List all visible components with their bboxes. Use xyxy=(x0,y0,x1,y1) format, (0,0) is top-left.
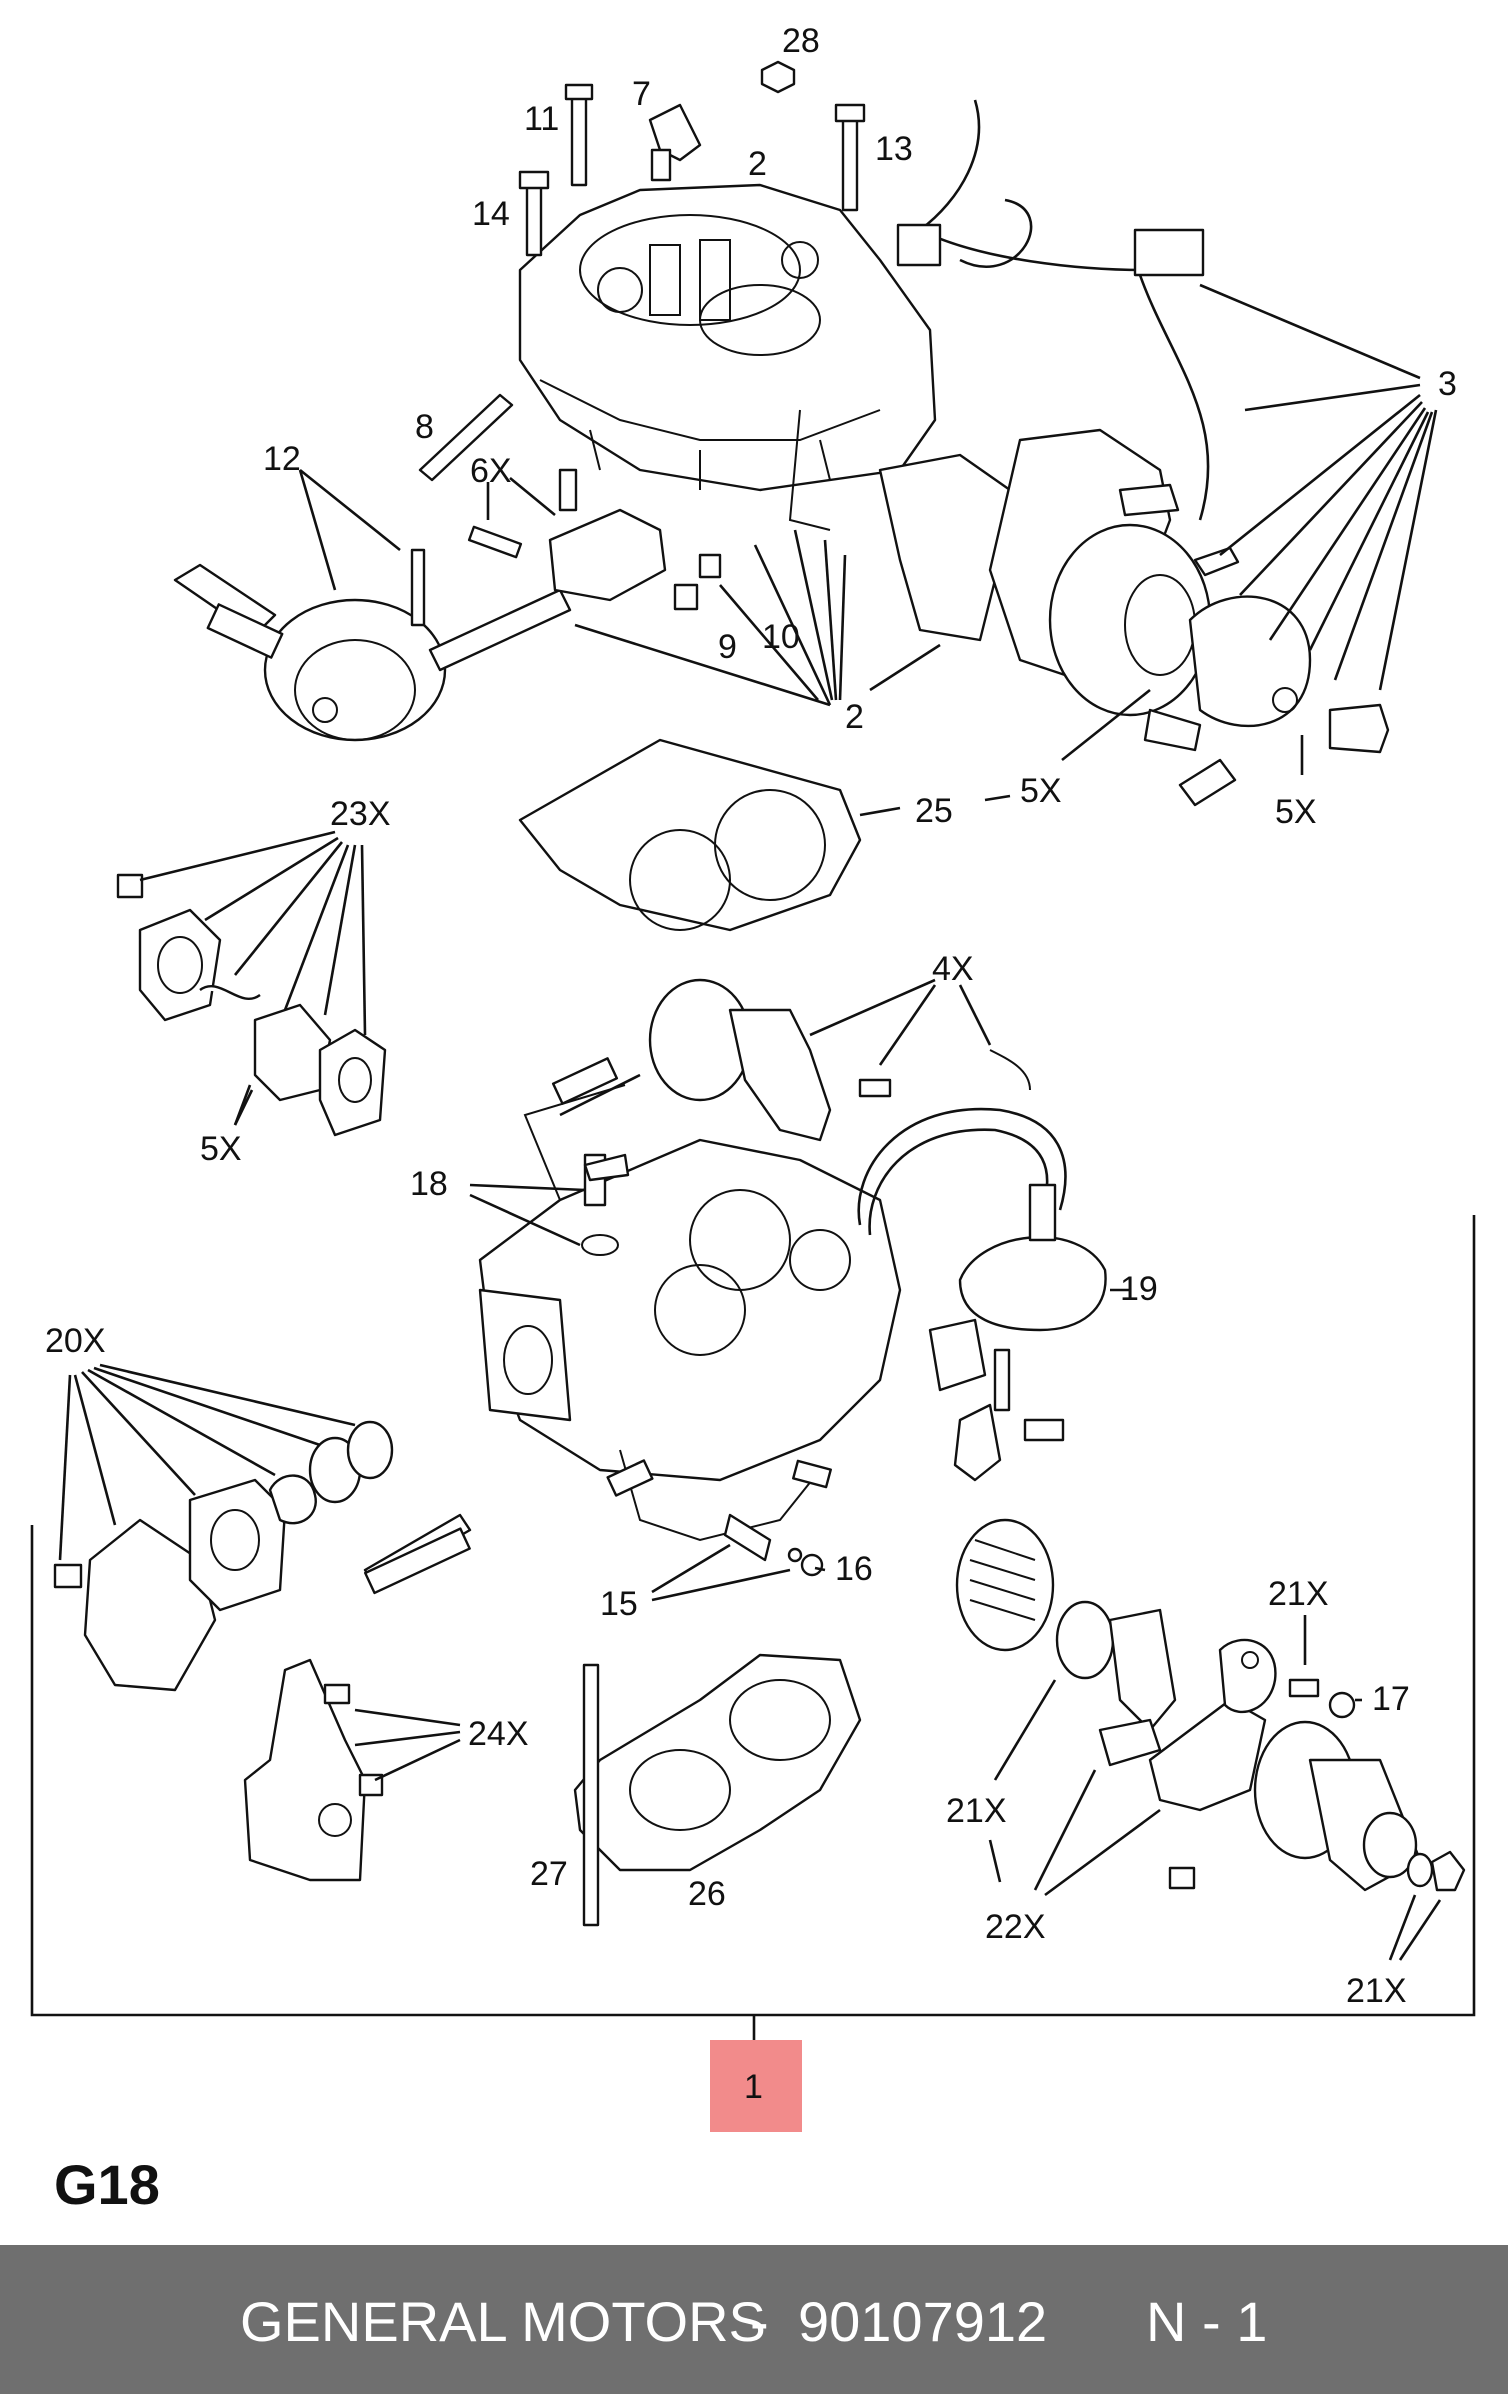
callout-17: 17 xyxy=(1372,1680,1410,1718)
carburetor-top-cover xyxy=(518,183,937,492)
callout-20x: 20X xyxy=(45,1322,106,1360)
callout-7: 7 xyxy=(632,75,651,113)
linkage-lever xyxy=(467,409,831,611)
callout-21x-upper: 21X xyxy=(1268,1575,1329,1613)
leader-lines xyxy=(58,283,1442,1961)
footer-brand: GENERAL MOTORS xyxy=(240,2290,766,2353)
callout-16: 16 xyxy=(835,1550,873,1588)
vacuum-unit-19 xyxy=(928,1183,1107,1482)
callout-19: 19 xyxy=(1120,1270,1158,1308)
callout-26: 26 xyxy=(688,1875,726,1913)
callout-labels: 28 11 7 2 13 14 3 8 12 6X 9 10 2 5X 5X 2… xyxy=(45,22,1457,2106)
footer-separator: - xyxy=(750,2290,769,2353)
callout-24x: 24X xyxy=(468,1715,529,1753)
footer-quantity: N - 1 xyxy=(1146,2290,1268,2353)
callout-9: 9 xyxy=(718,628,737,666)
vacuum-diaphragm xyxy=(173,548,572,742)
footer-bar: GENERAL MOTORS - 90107912 N - 1 xyxy=(0,2245,1508,2394)
choke-housing xyxy=(878,428,1390,807)
section-code: G18 xyxy=(54,2153,160,2216)
callout-8: 8 xyxy=(415,408,434,446)
carburetor-main-body xyxy=(478,1084,1067,1542)
callout-14: 14 xyxy=(472,195,510,233)
callout-3: 3 xyxy=(1438,365,1457,403)
loose-rods xyxy=(206,603,832,1595)
callout-28: 28 xyxy=(782,22,820,60)
callout-27: 27 xyxy=(530,1855,568,1893)
callout-5x-right: 5X xyxy=(1020,772,1062,810)
gasket-26 xyxy=(573,1653,862,1927)
callout-5x-bolt: 5X xyxy=(1275,793,1317,831)
pump-assembly-20x xyxy=(53,1420,472,1692)
callout-13: 13 xyxy=(875,130,913,168)
callout-10: 10 xyxy=(762,618,800,656)
callout-highlight-1 xyxy=(710,2040,802,2132)
callout-6x: 6X xyxy=(470,452,512,490)
choke-spring-group xyxy=(955,1518,1466,1892)
top-fasteners xyxy=(418,60,866,482)
callout-1: 1 xyxy=(744,2068,763,2106)
callout-11: 11 xyxy=(524,100,559,138)
jets-15-16 xyxy=(723,1513,824,1577)
callout-18: 18 xyxy=(410,1165,448,1203)
callout-2-upper: 2 xyxy=(748,145,767,183)
callout-21x-right: 21X xyxy=(1346,1972,1407,2010)
callout-23x: 23X xyxy=(330,795,391,833)
callout-15: 15 xyxy=(600,1585,638,1623)
bracket-24x xyxy=(243,1658,384,1882)
callout-25: 25 xyxy=(915,792,953,830)
wiring-harness xyxy=(896,99,1210,521)
assembly-bracket xyxy=(30,1215,1476,2132)
gasket-25 xyxy=(518,738,862,932)
footer-part-number: 90107912 xyxy=(798,2290,1048,2353)
pulldown-diaphragm xyxy=(559,978,1031,1142)
accelerator-pump-parts xyxy=(116,873,387,1137)
exploded-parts-diagram: 28 11 7 2 13 14 3 8 12 6X 9 10 2 5X 5X 2… xyxy=(30,22,1476,2132)
callout-12: 12 xyxy=(263,440,301,478)
callout-21x-left: 21X xyxy=(946,1792,1007,1830)
callout-22x: 22X xyxy=(985,1908,1046,1946)
callout-4x: 4X xyxy=(932,950,974,988)
callout-5x-left: 5X xyxy=(200,1130,242,1168)
callout-2-lower: 2 xyxy=(845,698,864,736)
